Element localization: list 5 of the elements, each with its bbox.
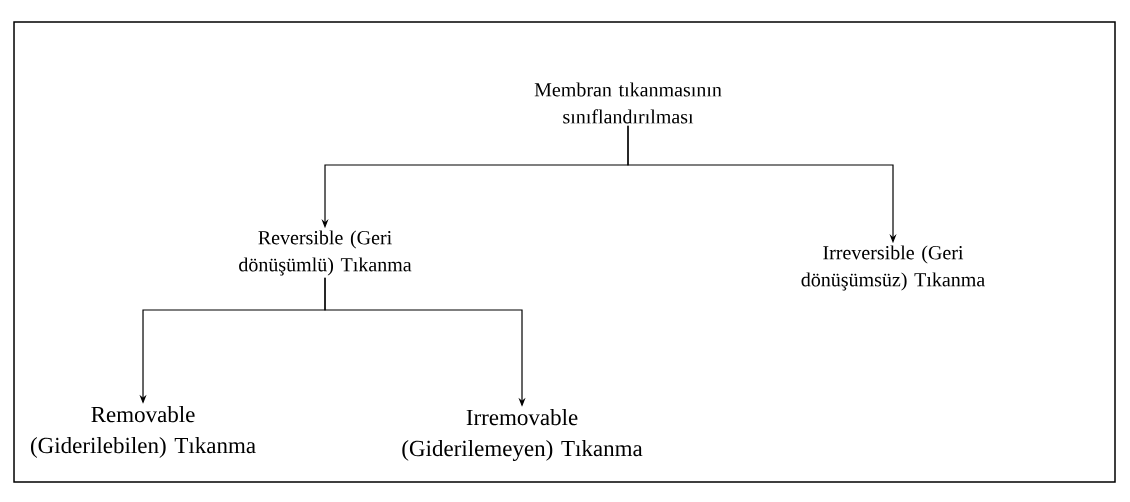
node-label: Irremovable (Giderilemeyen) Tıkanma (402, 409, 643, 461)
node-label: Removable (Giderilebilen) Tıkanma (31, 406, 256, 458)
node-label: Irreversible (Geri dönüşümsüz) Tıkanma (801, 245, 985, 291)
node-label: Reversible (Geri dönüşümlü) Tıkanma (239, 230, 412, 276)
node-label: Membran tıkanmasının sınıflandırılması (534, 82, 722, 124)
